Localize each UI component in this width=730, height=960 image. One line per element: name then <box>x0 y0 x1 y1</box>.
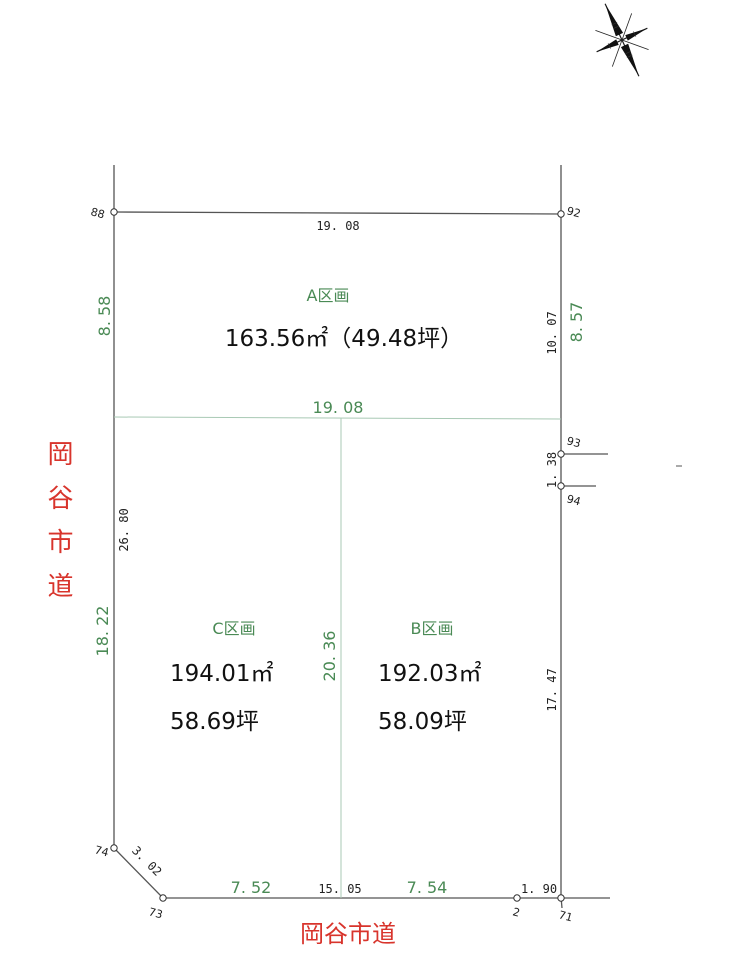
dim-a-left: 8. 58 <box>95 296 114 337</box>
dim-left-full: 26. 80 <box>117 508 131 551</box>
point-label-88: 88 <box>89 205 106 221</box>
dim-divider: 20. 36 <box>320 631 339 682</box>
survey-point-94 <box>557 482 565 490</box>
point-label-74: 74 <box>93 843 110 859</box>
boundary-top <box>113 211 562 215</box>
lot-a-name: A区画 <box>307 286 350 305</box>
dim-bottom-c: 7. 52 <box>231 878 272 897</box>
dim-a-right-green: 8. 57 <box>567 302 586 343</box>
boundary-corner <box>113 847 164 899</box>
dim-bottom-total: 15. 05 <box>318 882 361 896</box>
lot-c-name: C区画 <box>212 619 255 638</box>
dim-middle: 19. 08 <box>313 398 364 417</box>
lot-a-area: 163.56㎡（49.48坪） <box>225 326 463 352</box>
road-label-bottom: 岡谷市道 <box>300 920 396 948</box>
survey-point-93 <box>557 450 565 458</box>
point-label-94: 94 <box>565 492 582 508</box>
lot-c-area: 194.01㎡ <box>170 661 273 687</box>
survey-point-2 <box>513 894 521 902</box>
north-arrow-compass-icon <box>595 3 649 77</box>
point-label-93: 93 <box>565 434 582 450</box>
lot-b-area: 192.03㎡ <box>378 661 481 687</box>
point-label-73: 73 <box>147 905 164 921</box>
road-label-left: 岡谷市道 <box>43 440 73 616</box>
dim-right-small: 1. 38 <box>545 452 559 488</box>
point-label-71: 71 <box>557 908 574 924</box>
dim-right-lower: 17. 47 <box>545 668 559 711</box>
lot-c-tsubo: 58.69坪 <box>170 709 259 735</box>
survey-point-92 <box>557 210 565 218</box>
dim-bottom-b: 7. 54 <box>407 878 448 897</box>
survey-point-71 <box>557 894 565 902</box>
lot-b-tsubo: 58.09坪 <box>378 709 467 735</box>
dim-top: 19. 08 <box>316 219 359 233</box>
survey-point-74 <box>110 844 118 852</box>
dim-corner: 3. 02 <box>129 843 164 878</box>
lot-b-name: B区画 <box>411 619 454 638</box>
point-label-2: 2 <box>511 905 521 919</box>
divider-a-horizontal <box>113 416 562 420</box>
survey-point-73 <box>159 894 167 902</box>
point-label-92: 92 <box>565 204 582 220</box>
dim-bottom-right: 1. 90 <box>521 882 557 896</box>
survey-point-88 <box>110 208 118 216</box>
dim-right-upper: 10. 07 <box>545 311 559 354</box>
dim-c-left: 18. 22 <box>93 606 112 657</box>
